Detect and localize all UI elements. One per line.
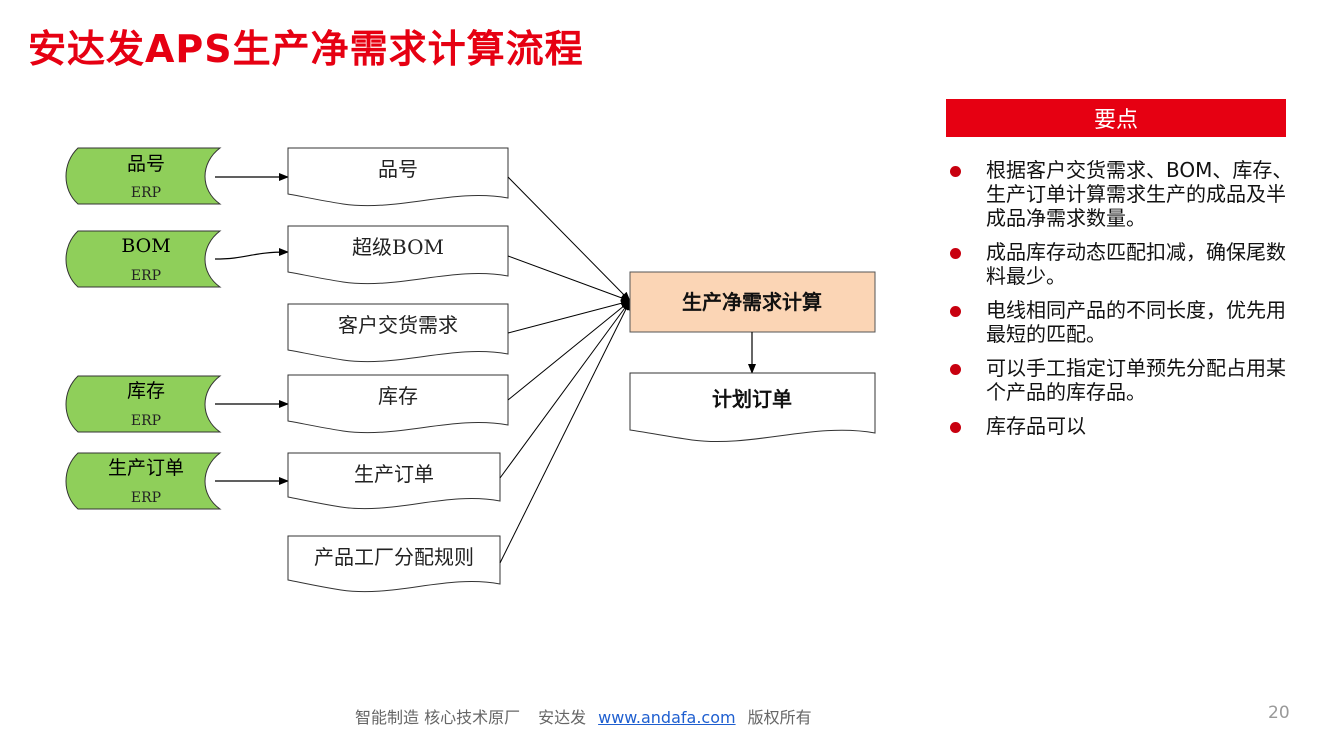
process-net-demand-calculation: 生产净需求计算	[629, 271, 876, 333]
document-shape	[287, 374, 509, 434]
source-tape-sub: ERP	[131, 185, 161, 201]
arrow-doc-inventory	[507, 300, 631, 401]
document-shape	[287, 147, 509, 207]
source-tape-sub: ERP	[131, 413, 161, 429]
footer-website-link[interactable]: www.andafa.com	[598, 708, 736, 727]
document-shape	[287, 452, 501, 510]
source-tape-label: 库存	[127, 380, 165, 402]
footer-rights: 版权所有	[747, 708, 812, 727]
key-point-item: 电线相同产品的不同长度，优先用最短的匹配。	[948, 298, 1293, 346]
key-point-text: 根据客户交货需求、BOM、库存、生产订单计算需求生产的成品及半成品净需求数量。	[986, 158, 1293, 230]
source-tape-bom: BOM ERP	[65, 230, 222, 288]
key-point-item: 根据客户交货需求、BOM、库存、生产订单计算需求生产的成品及半成品净需求数量。	[948, 158, 1293, 230]
key-points-list: 根据客户交货需求、BOM、库存、生产订单计算需求生产的成品及半成品净需求数量。 …	[948, 158, 1293, 448]
source-tape-production-order: 生产订单 ERP	[65, 452, 222, 510]
document-label: 产品工厂分配规则	[314, 545, 474, 569]
page-title: 安达发APS生产净需求计算流程	[28, 27, 584, 71]
document-shape	[287, 225, 509, 285]
arrow-source-bom	[214, 248, 289, 260]
arrow-doc-factory-allocation-rules	[499, 300, 631, 564]
document-factory-allocation-rules: 产品工厂分配规则	[287, 535, 501, 593]
document-label: 客户交货需求	[338, 313, 458, 337]
document-label: 品号	[378, 157, 418, 181]
key-point-text: 库存品可以	[986, 414, 1086, 438]
output-label: 计划订单	[712, 387, 792, 411]
process-box	[629, 271, 876, 333]
arrow-doc-customer-demand	[507, 299, 631, 334]
key-points-header: 要点	[946, 99, 1286, 137]
key-point-item: 成品库存动态匹配扣减，确保尾数料最少。	[948, 240, 1293, 288]
source-tape-inventory: 库存 ERP	[65, 375, 222, 433]
source-tape-shape	[65, 230, 222, 288]
source-tape-shape	[65, 452, 222, 510]
key-point-text: 电线相同产品的不同长度，优先用最短的匹配。	[986, 298, 1286, 346]
page-number: 20	[1268, 703, 1290, 723]
bullet-icon	[950, 306, 961, 317]
document-label: 超级BOM	[352, 235, 444, 259]
document-production-order: 生产订单	[287, 452, 501, 510]
key-point-text: 可以手工指定订单预先分配占用某个产品的库存品。	[986, 356, 1286, 404]
bullet-icon	[950, 422, 961, 433]
document-label: 库存	[378, 384, 418, 408]
source-tape-label: BOM	[121, 235, 170, 257]
arrow-doc-super-bom	[507, 255, 631, 302]
footer: 智能制造 核心技术原厂安达发 www.andafa.com 版权所有	[355, 704, 812, 728]
key-point-text: 成品库存动态匹配扣减，确保尾数料最少。	[986, 240, 1286, 288]
key-point-item: 库存品可以	[948, 414, 1293, 438]
document-super-bom: 超级BOM	[287, 225, 509, 285]
arrow-doc-item-no	[507, 176, 631, 302]
bullet-icon	[950, 166, 961, 177]
source-tape-shape	[65, 375, 222, 433]
document-shape	[287, 303, 509, 363]
source-tape-shape	[65, 147, 222, 205]
source-tape-label: 品号	[127, 153, 165, 175]
document-label: 生产订单	[354, 462, 434, 486]
footer-slogan: 智能制造 核心技术原厂	[355, 708, 521, 727]
arrow-doc-production-order	[499, 300, 631, 479]
process-label: 生产净需求计算	[682, 290, 822, 314]
document-item-no: 品号	[287, 147, 509, 207]
source-tape-label: 生产订单	[108, 457, 184, 479]
document-customer-demand: 客户交货需求	[287, 303, 509, 363]
output-planned-order: 计划订单	[629, 372, 876, 443]
key-point-item: 可以手工指定订单预先分配占用某个产品的库存品。	[948, 356, 1293, 404]
bullet-icon	[950, 364, 961, 375]
source-tape-sub: ERP	[131, 268, 161, 284]
output-shape	[629, 372, 876, 443]
document-shape	[287, 535, 501, 593]
source-tape-sub: ERP	[131, 490, 161, 506]
bullet-icon	[950, 248, 961, 259]
document-inventory: 库存	[287, 374, 509, 434]
source-tape-item-no: 品号 ERP	[65, 147, 222, 205]
footer-company: 安达发	[538, 708, 587, 727]
